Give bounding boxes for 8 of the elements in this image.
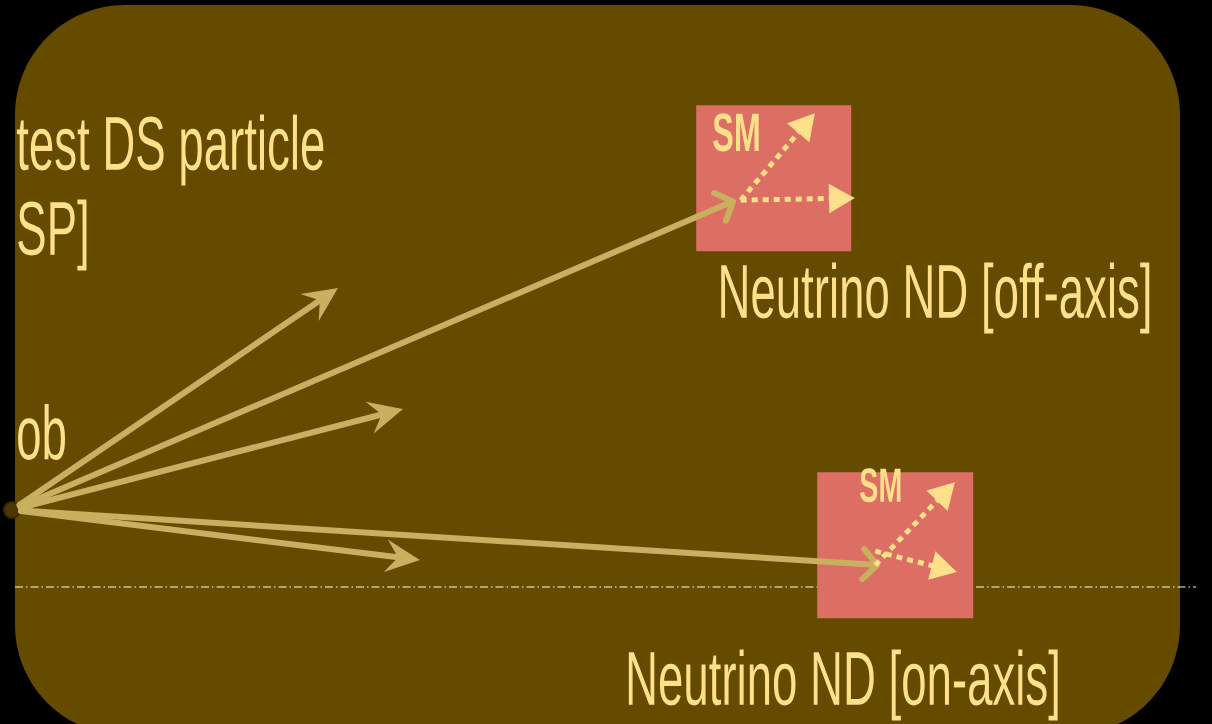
detector-caption: Neutrino ND [on-axis] bbox=[628, 649, 1058, 721]
detector-caption: Neutrino ND [off-axis] bbox=[721, 262, 1150, 334]
arrow bbox=[17, 190, 736, 510]
detector-box: SM bbox=[696, 105, 852, 252]
detector-box: SM bbox=[817, 468, 974, 619]
text-label: SP] bbox=[18, 199, 87, 271]
text-label: test DS particle bbox=[16, 114, 324, 186]
text-label: ob bbox=[18, 404, 65, 460]
